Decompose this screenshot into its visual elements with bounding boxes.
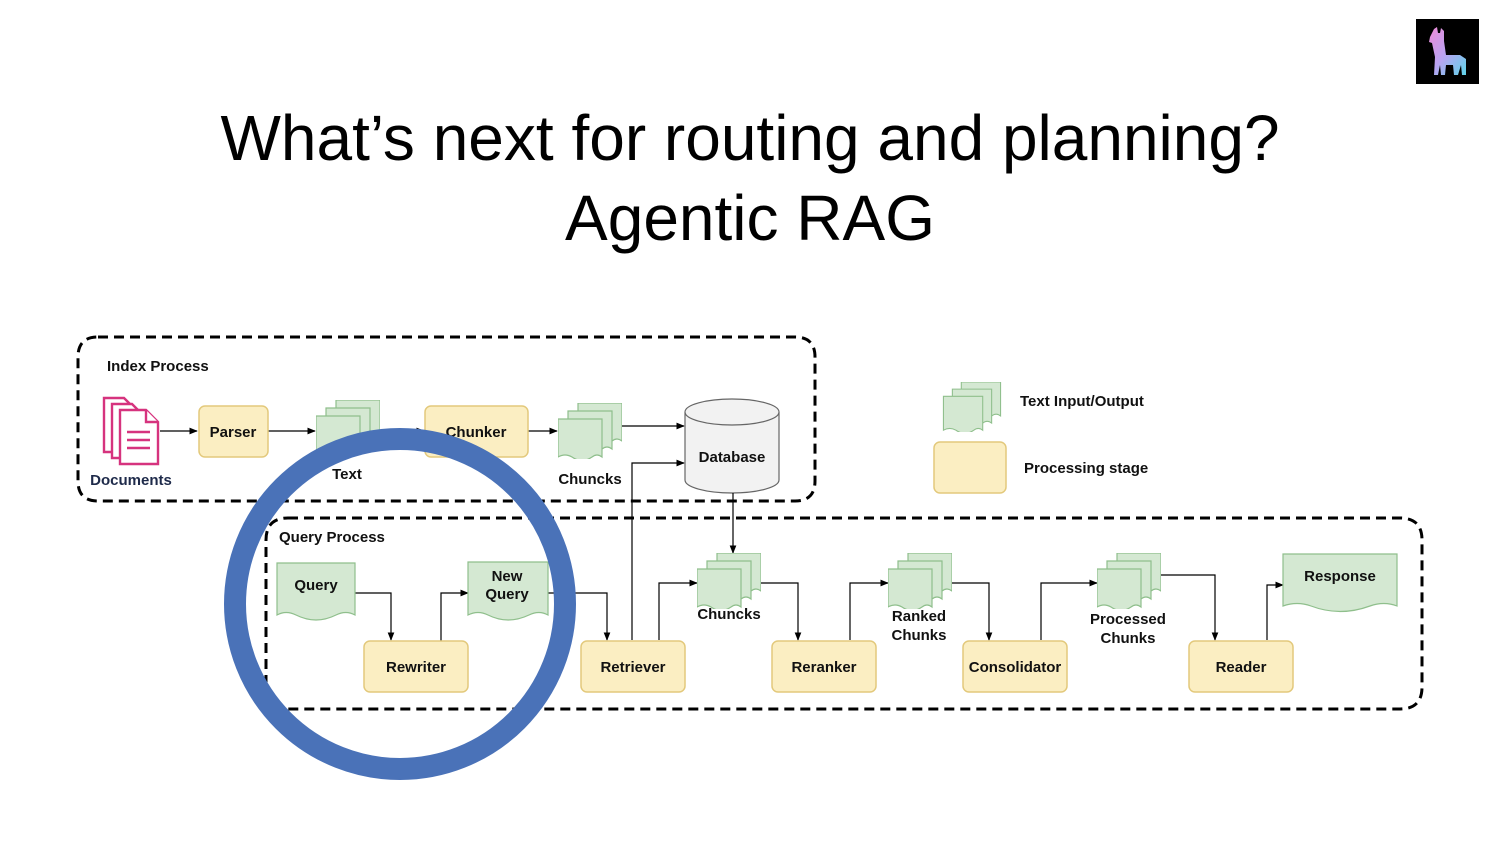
new-query-label-line2: Query — [485, 586, 529, 603]
query-chuncks-label: Chuncks — [697, 606, 760, 623]
query-process-label: Query Process — [279, 529, 385, 546]
reader-stage — [1188, 640, 1294, 693]
query-label: Query — [294, 577, 338, 594]
rewriter-stage — [363, 640, 469, 693]
database-label: Database — [699, 449, 766, 466]
response-label: Response — [1304, 568, 1376, 585]
consolidator-stage — [962, 640, 1068, 693]
new-query-label-line1: New — [492, 568, 523, 585]
legend-text-io-label: Text Input/Output — [1020, 393, 1144, 410]
retriever-label: Retriever — [600, 659, 665, 676]
arrow-consolidator-processed — [1040, 579, 1098, 640]
ranked-chunks-label-line2: Chunks — [891, 627, 946, 644]
query-document — [276, 562, 356, 621]
arrow-ranked-consolidator — [950, 582, 993, 641]
arrow-reranker-ranked — [849, 579, 889, 640]
arrow-reader-response — [1266, 581, 1284, 640]
reranker-stage — [771, 640, 877, 693]
query-process-boundary — [264, 516, 1424, 711]
slide-subtitle: Agentic RAG — [565, 182, 935, 254]
consolidator-label: Consolidator — [969, 659, 1062, 676]
index-process-label: Index Process — [107, 358, 209, 375]
response-document — [1282, 553, 1398, 613]
reranker-label: Reranker — [791, 659, 856, 676]
processed-chunks-label-line2: Chunks — [1100, 630, 1155, 647]
index-process-boundary — [76, 335, 817, 503]
index-chuncks-stack — [558, 403, 622, 459]
legend-processing-stage-label: Processing stage — [1024, 460, 1148, 477]
arrow-retriever-chuncks — [658, 579, 698, 640]
new-query-document — [467, 561, 549, 621]
highlight-circle — [224, 428, 576, 780]
legend-processing-stage-swatch — [933, 441, 1007, 494]
rewriter-label: Rewriter — [386, 659, 446, 676]
documents-label: Documents — [90, 472, 172, 489]
arrow-chuncks-reranker — [760, 582, 802, 641]
documents-icon — [102, 396, 160, 466]
processed-chunks-stack — [1097, 553, 1161, 609]
parser-stage — [198, 405, 269, 458]
reader-label: Reader — [1216, 659, 1267, 676]
database-icon — [684, 398, 780, 494]
ranked-chunks-stack — [888, 553, 952, 609]
arrow-retriever-database — [631, 459, 685, 640]
ranked-chunks-label-line1: Ranked — [892, 608, 946, 625]
processed-chunks-label-line1: Processed — [1090, 611, 1166, 628]
query-chuncks-stack — [697, 553, 761, 609]
chunker-label: Chunker — [446, 424, 507, 441]
llama-logo-icon — [1416, 19, 1479, 84]
arrow-query-rewriter — [355, 592, 395, 641]
text-label: Text — [332, 466, 362, 483]
slide-title: What’s next for routing and planning? — [220, 102, 1280, 174]
legend-text-io-icon — [942, 382, 1002, 432]
arrow-processed-reader — [1159, 574, 1219, 641]
index-chuncks-label: Chuncks — [558, 471, 621, 488]
retriever-stage — [580, 640, 686, 693]
parser-label: Parser — [210, 424, 257, 441]
